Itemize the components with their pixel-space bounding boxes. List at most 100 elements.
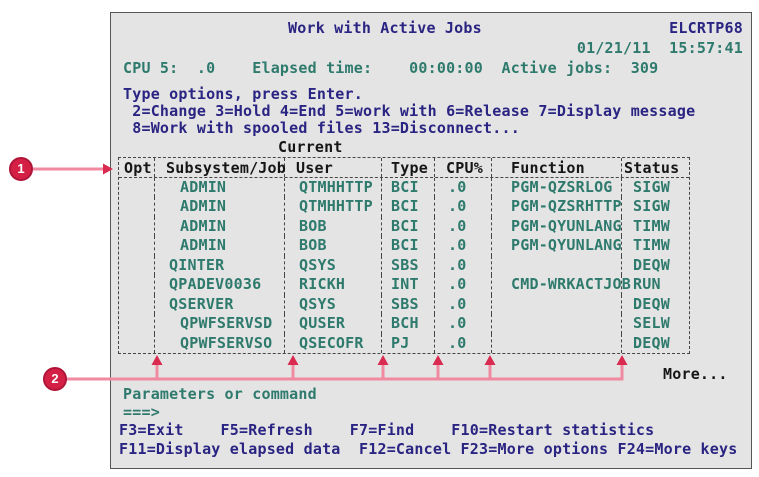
header-opt: Opt (119, 158, 155, 177)
status-cell: SIGW (633, 178, 670, 196)
jobs-table-header: Opt Subsystem/Job User Type CPU% Functio… (119, 158, 689, 178)
jobs-table: Opt Subsystem/Job User Type CPU% Functio… (118, 157, 690, 354)
type-cell: BCI (382, 216, 435, 237)
options-list-2: 8=Work with spooled files 13=Disconnect.… (123, 119, 520, 137)
status-cell: TIMW (633, 236, 670, 255)
opt-cell[interactable] (119, 197, 155, 217)
cpu-cell: .0 (435, 178, 492, 198)
type-cell: BCI (382, 236, 435, 256)
header-user: User (285, 158, 382, 177)
user-cell: QSYS (285, 255, 382, 276)
user-cell: QTMHHTTP (285, 178, 382, 198)
current-column-label: Current (278, 138, 343, 156)
fkeys-row-2: F11=Display elapsed data F12=Cancel F23=… (119, 440, 738, 458)
status-cell: TIMW (633, 216, 670, 235)
opt-cell[interactable] (119, 255, 155, 276)
opt-cell[interactable] (119, 294, 155, 315)
user-cell: BOB (285, 236, 382, 256)
header-function: Function (492, 158, 622, 177)
options-list-1: 2=Change 3=Hold 4=End 5=work with 6=Rele… (123, 102, 696, 120)
status-cell: DEQW (633, 255, 670, 274)
header-type: Type (382, 158, 435, 177)
cpu-cell: .0 (435, 333, 492, 353)
subsystem-job-cell: ADMIN (155, 197, 285, 217)
type-cell: SBS (382, 255, 435, 276)
opt-cell[interactable] (119, 236, 155, 256)
screen-title: Work with Active Jobs (288, 19, 482, 37)
function-cell: CMD-WRKACTJOB (492, 275, 631, 295)
subsystem-job-cell: QPWFSERVSO (155, 333, 285, 353)
subsystem-job-cell: ADMIN (155, 216, 285, 237)
type-cell: BCI (382, 197, 435, 217)
subsystem-job-cell: QSERVER (155, 294, 285, 315)
header-subsystem-job: Subsystem/Job (155, 158, 286, 177)
header-cpu-pct: CPU% (435, 158, 492, 177)
callout-2-number: 2 (51, 371, 59, 386)
cpu-status-line: CPU 5: .0 Elapsed time: 00:00:00 Active … (123, 59, 659, 77)
function-cell (492, 333, 622, 353)
datetime: 01/21/11 15:57:41 (576, 39, 743, 57)
function-cell (492, 314, 622, 334)
status-cell: DEQW (633, 294, 670, 313)
type-cell: SBS (382, 294, 435, 315)
user-cell: QUSER (285, 314, 382, 334)
type-cell: INT (382, 275, 435, 295)
cpu-cell: .0 (435, 294, 492, 315)
callout-badge-2: 2 (43, 367, 67, 391)
parameters-label: Parameters or command (123, 385, 317, 403)
function-cell (492, 294, 622, 315)
opt-cell[interactable] (119, 314, 155, 334)
terminal-screen[interactable]: Work with Active Jobs ELCRTP68 01/21/11 … (110, 12, 752, 469)
cpu-cell: .0 (435, 216, 492, 237)
callout-1-number: 1 (17, 161, 25, 176)
opt-cell[interactable] (119, 275, 155, 295)
callout-1-arrow (33, 163, 113, 175)
type-cell: PJ (382, 333, 435, 353)
opt-cell[interactable] (119, 333, 155, 353)
more-indicator: More... (663, 365, 728, 383)
fkeys-row-1: F3=Exit F5=Refresh F7=Find F10=Restart s… (119, 421, 655, 439)
function-cell (492, 255, 622, 276)
function-cell: PGM-QYUNLANG (492, 216, 622, 237)
status-cell: DEQW (633, 333, 670, 352)
opt-cell[interactable] (119, 178, 155, 198)
type-cell: BCH (382, 314, 435, 334)
callout-badge-1: 1 (9, 157, 33, 181)
cpu-cell: .0 (435, 255, 492, 276)
status-cell: RUN (633, 275, 661, 294)
subsystem-job-cell: QPADEV0036 (155, 275, 285, 295)
user-cell: QSECOFR (285, 333, 382, 353)
cpu-cell: .0 (435, 275, 492, 295)
subsystem-job-cell: ADMIN (155, 178, 285, 198)
opt-cell[interactable] (119, 216, 155, 237)
user-cell: RICKH (285, 275, 382, 295)
cpu-cell: .0 (435, 236, 492, 256)
type-options-prompt: Type options, press Enter. (123, 85, 363, 103)
subsystem-job-cell: QINTER (155, 255, 285, 276)
type-cell: BCI (382, 178, 435, 198)
cpu-cell: .0 (435, 314, 492, 334)
subsystem-job-cell: QPWFSERVSD (155, 314, 285, 334)
subsystem-job-cell: ADMIN (155, 236, 285, 256)
command-input-line[interactable]: ===> (123, 403, 160, 421)
status-cell: SIGW (633, 197, 670, 216)
cpu-cell: .0 (435, 197, 492, 217)
function-cell: PGM-QYUNLANG (492, 236, 622, 256)
user-cell: QSYS (285, 294, 382, 315)
system-name: ELCRTP68 (669, 19, 743, 37)
status-cell: SELW (633, 314, 670, 333)
function-cell: PGM-QZSRHTTP (492, 197, 622, 217)
user-cell: QTMHHTTP (285, 197, 382, 217)
user-cell: BOB (285, 216, 382, 237)
